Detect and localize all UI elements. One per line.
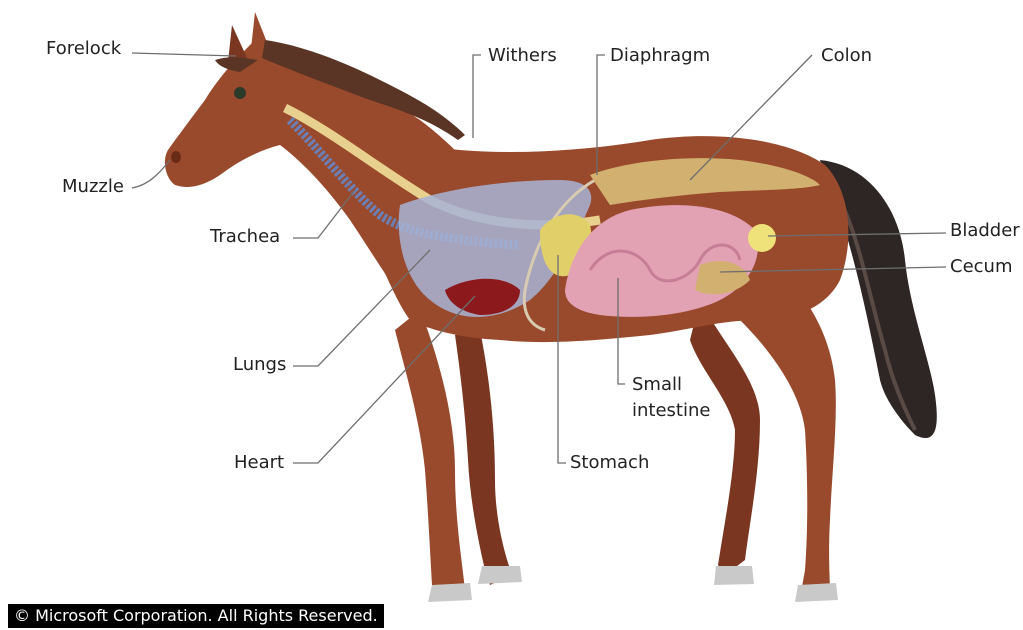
hoof-hind-far <box>714 566 754 585</box>
label-lungs: Lungs <box>233 354 286 376</box>
label-bladder: Bladder <box>950 220 1020 242</box>
label-diaphragm: Diaphragm <box>610 45 710 67</box>
copyright-notice: © Microsoft Corporation. All Rights Rese… <box>8 604 384 628</box>
hoof-front-far <box>478 566 522 584</box>
label-muzzle: Muzzle <box>62 176 124 198</box>
label-heart: Heart <box>234 452 284 474</box>
front-leg-far <box>455 330 512 585</box>
label-small-intestine-line1: Small <box>632 374 682 396</box>
label-cecum: Cecum <box>950 256 1012 278</box>
eye <box>234 87 246 99</box>
hoof-front-near <box>428 583 472 602</box>
label-withers: Withers <box>488 45 557 67</box>
hoof-hind-near <box>795 583 838 602</box>
hind-leg-far <box>690 300 760 575</box>
label-forelock: Forelock <box>46 38 121 60</box>
label-colon: Colon <box>821 45 872 67</box>
nostril <box>171 151 181 163</box>
leader-muzzle <box>132 160 170 188</box>
label-stomach: Stomach <box>570 452 649 474</box>
bladder <box>748 224 776 252</box>
label-small-intestine-line2: intestine <box>632 400 710 422</box>
label-trachea: Trachea <box>210 226 280 248</box>
leader-withers <box>473 55 481 138</box>
leader-forelock <box>132 53 236 56</box>
front-leg-near <box>395 310 465 600</box>
